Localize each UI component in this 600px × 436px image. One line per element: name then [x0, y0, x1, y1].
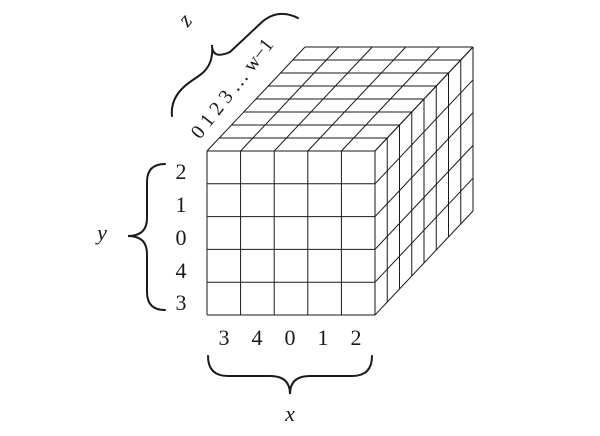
y-tick-label: 4: [176, 258, 187, 283]
x-tick-label: 1: [318, 325, 329, 350]
y-tick-label: 0: [176, 225, 187, 250]
x-axis-label: x: [284, 401, 295, 426]
x-tick-labels: 3 4 0 1 2: [219, 325, 362, 350]
y-tick-label: 1: [176, 192, 187, 217]
x-tick-label: 4: [252, 325, 263, 350]
x-tick-label: 2: [351, 325, 362, 350]
y-brace: [127, 163, 166, 311]
y-tick-label: 3: [176, 290, 187, 315]
cube: [206, 46, 474, 316]
x-brace: [207, 355, 373, 395]
x-tick-label: 0: [285, 325, 296, 350]
y-tick-label: 2: [176, 159, 187, 184]
z-brace: [170, 12, 299, 117]
y-axis-label: y: [95, 220, 107, 245]
y-tick-labels: 2 1 0 4 3: [176, 159, 187, 315]
x-tick-label: 3: [219, 325, 230, 350]
z-axis-label: z: [172, 8, 198, 32]
